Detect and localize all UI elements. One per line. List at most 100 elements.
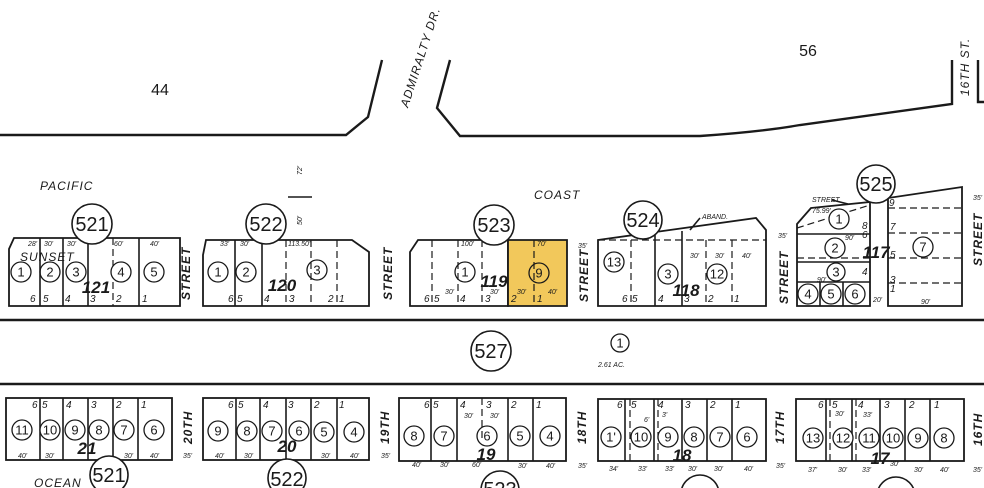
parcel-117-2[interactable]: 2 [824, 237, 846, 259]
parcel-120-1[interactable]: 1 [207, 261, 229, 283]
parcel-117-6[interactable]: 6 [844, 283, 866, 305]
parcel-17-9[interactable]: 9 [907, 427, 929, 449]
parcel-19-6[interactable]: 6 [476, 425, 498, 447]
parcel-117-3[interactable]: 3 [826, 262, 846, 282]
parcel-20-6[interactable]: 6 [288, 420, 310, 442]
map-label: 30' [244, 453, 254, 460]
parcel-18-1[interactable]: 1' [600, 426, 622, 448]
parcel-20-8[interactable]: 8 [236, 420, 258, 442]
parcel-121-2[interactable]: 2 [39, 261, 61, 283]
block-20: 9 8 7 6 5 4 20 6 5 4 3 2 1 40' 30' 30' 4… [202, 397, 370, 461]
parcel-527-1[interactable]: 1 [610, 333, 630, 353]
parcel-18-8[interactable]: 8 [683, 426, 705, 448]
map-label: 30' [440, 462, 450, 469]
book-page-522-upper[interactable]: 522 [245, 203, 287, 245]
16th-st-top-label: 16TH ST. [958, 38, 972, 96]
parcel-21-11[interactable]: 11 [11, 419, 33, 441]
map-label: 6 [617, 400, 623, 411]
parcel-18-7[interactable]: 7 [709, 426, 731, 448]
book-page-522-lower[interactable]: 522 [267, 458, 307, 488]
book-page-525-lower[interactable] [877, 476, 915, 488]
parcel-21-7[interactable]: 7 [113, 419, 135, 441]
map-label: 10 [634, 430, 648, 445]
parcel-118-13[interactable]: 13 [603, 251, 625, 273]
parcel-118-12[interactable]: 12 [706, 263, 728, 285]
parcel-119-1[interactable]: 1 [454, 261, 476, 283]
parcel-121-1[interactable]: 1 [10, 261, 32, 283]
parcel-19-8[interactable]: 8 [403, 425, 425, 447]
parcel-18-10[interactable]: 10 [630, 426, 652, 448]
map-label: 11 [15, 423, 29, 438]
map-label: 70' [537, 241, 547, 248]
map-label: 3 [485, 294, 491, 305]
parcel-17-12[interactable]: 12 [832, 427, 854, 449]
map-label: 3 [288, 400, 294, 411]
parcel-21-9[interactable]: 9 [64, 419, 86, 441]
map-label: 523 [477, 215, 510, 237]
map-label: 30' [464, 413, 474, 420]
map-label: 4 [460, 400, 466, 411]
book-page-524-upper[interactable]: 524 [623, 200, 663, 240]
map-label: 40' [412, 462, 422, 469]
map-label: 2 [115, 400, 122, 411]
map-label: 30' [67, 241, 77, 248]
book-page-521-upper[interactable]: 521 [71, 203, 113, 245]
parcel-19-4[interactable]: 4 [539, 425, 561, 447]
map-label: 40' [744, 466, 754, 473]
map-label: 522 [270, 469, 303, 488]
map-label: 30' [240, 241, 250, 248]
map-label: 527 [474, 341, 507, 363]
book-page-525-upper[interactable]: 525 [856, 164, 896, 204]
map-label: 2 [115, 294, 122, 305]
parcel-20-5[interactable]: 5 [313, 421, 335, 443]
book-page-521-lower[interactable]: 521 [89, 455, 129, 488]
parcel-18-9[interactable]: 9 [657, 426, 679, 448]
map-label: 60' [472, 462, 482, 469]
parcel-19-5[interactable]: 5 [509, 425, 531, 447]
map-label: 30' [688, 466, 698, 473]
parcel-120-3[interactable]: 3 [306, 259, 328, 281]
parcel-119-9-highlighted[interactable] [507, 239, 568, 307]
parcel-17-11[interactable]: 11 [858, 427, 880, 449]
parcel-18-6[interactable]: 6 [736, 426, 758, 448]
parcel-119-9[interactable]: 9 [528, 262, 550, 284]
book-page-527[interactable]: 527 [470, 330, 512, 372]
parcel-21-10[interactable]: 10 [39, 419, 61, 441]
parcel-20-9[interactable]: 9 [207, 420, 229, 442]
map-label: 8 [410, 429, 417, 444]
parcel-121-3[interactable]: 3 [65, 261, 87, 283]
parcel-117-4[interactable]: 4 [797, 283, 819, 305]
dim-35: 35' [381, 453, 391, 460]
parcel-20-7[interactable]: 7 [261, 420, 283, 442]
map-label: 1 [934, 400, 940, 411]
book-page-523-upper[interactable]: 523 [473, 204, 515, 246]
parcel-118-3[interactable]: 3 [657, 263, 679, 285]
parcel-120-2[interactable]: 2 [235, 261, 257, 283]
map-label: 5 [150, 265, 157, 280]
map-label: 2 [831, 241, 838, 256]
map-label: 33' [220, 241, 230, 248]
book-page-523-lower[interactable]: 523 [480, 470, 520, 488]
parcel-17-10[interactable]: 10 [882, 427, 904, 449]
block-number: 121 [82, 278, 110, 297]
parcel-20-4[interactable]: 4 [343, 421, 365, 443]
map-label: 12 [836, 431, 850, 446]
block-119: 1 9 119 100' 70' 30' 30' 30' 40' 6 5 4 3… [409, 239, 568, 307]
book-page-524-lower[interactable] [681, 474, 719, 488]
parcel-17-8[interactable]: 8 [933, 427, 955, 449]
parcel-17-13[interactable]: 13 [802, 427, 824, 449]
parcel-117-7[interactable]: 7 [912, 236, 934, 258]
parcel-121-4[interactable]: 4 [110, 261, 132, 283]
parcel-117-1[interactable]: 1 [828, 208, 850, 230]
map-label: 30' [714, 466, 724, 473]
block-number: 119 [480, 272, 508, 291]
map-label: 2 [908, 400, 915, 411]
map-label: 2 [313, 400, 320, 411]
parcel-21-6[interactable]: 6 [143, 419, 165, 441]
parcel-117-5[interactable]: 5 [820, 283, 842, 305]
map-label: 1 [339, 400, 345, 411]
parcel-19-7[interactable]: 7 [433, 425, 455, 447]
map-label: 6 [862, 230, 868, 241]
parcel-21-8[interactable]: 8 [88, 419, 110, 441]
parcel-121-5[interactable]: 5 [143, 261, 165, 283]
